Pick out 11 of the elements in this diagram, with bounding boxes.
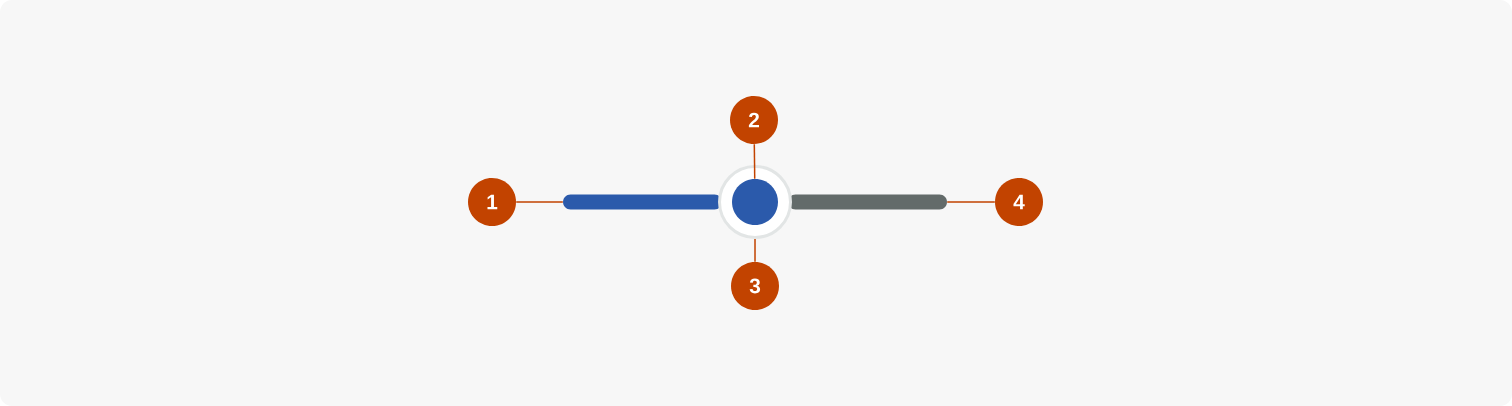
callout-number: 1 [468, 178, 516, 226]
leader-line [515, 201, 564, 203]
leader-line [946, 201, 996, 203]
leader-line [754, 238, 756, 263]
callout-number: 3 [731, 262, 779, 310]
callout-number: 4 [995, 178, 1043, 226]
callout-number: 2 [730, 96, 778, 144]
active-track [563, 194, 722, 210]
slider-thumb [732, 179, 778, 225]
inactive-track [788, 194, 947, 210]
leader-line [753, 143, 756, 180]
